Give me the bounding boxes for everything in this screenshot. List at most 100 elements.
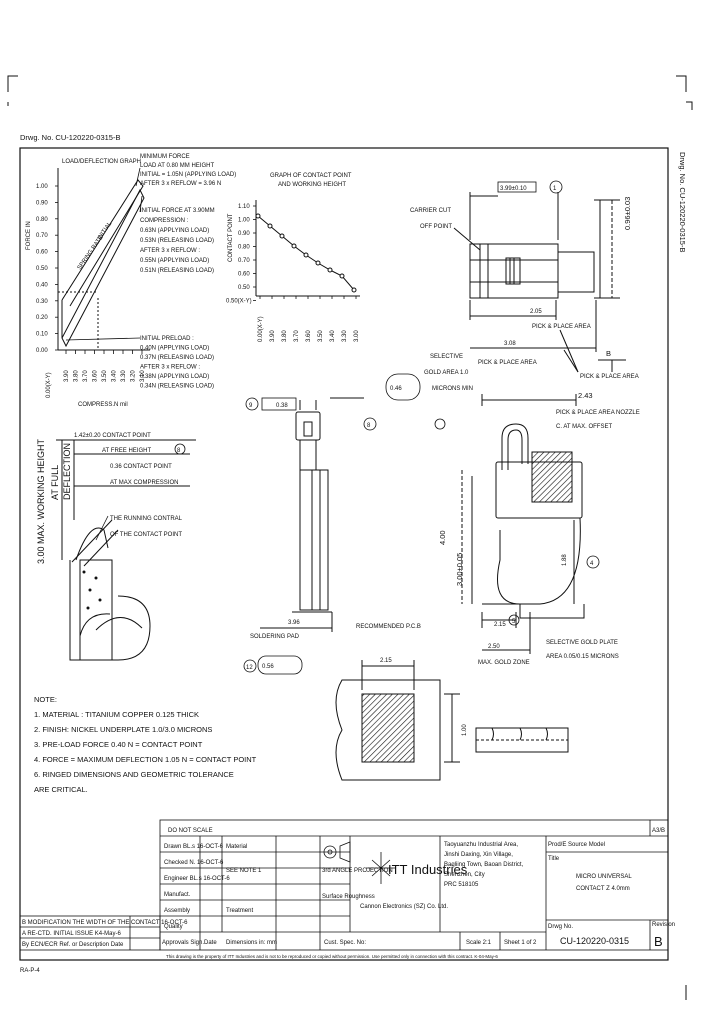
svg-text:8: 8 [177,448,181,454]
contact-y-tick-label: 0.50 [238,285,250,291]
load-y-tick-label: 1.00 [36,184,48,190]
side-view-dim-400: 4.00 [438,530,447,545]
load-x-tick-label: 3.30 [121,370,127,382]
engineer: Engineer BL.s 16-OCT-6 [164,876,230,882]
svg-text:12: 12 [246,665,253,671]
load-graph-origin-label: 0.00(X-Y) [46,372,52,398]
selective-gold-note-1: SELECTIVE [430,354,463,360]
front-view-dim-396: 3.96 [288,620,300,626]
load-x-tick-label: 3.50 [102,370,108,382]
contact-graph-title-1: GRAPH OF CONTACT POINT [270,173,352,179]
working-height-1: 3.00 MAX. WORKING HEIGHT [36,438,46,564]
top-view-pick-place-2: PICK & PLACE AREA [478,360,537,366]
working-height-2: AT FULL [50,465,60,500]
load-graph-y-ticks: 1.000.900.800.700.600.500.400.300.200.10… [36,184,58,354]
contact-curve-point [351,287,357,293]
assembly-label: Assembly [164,908,190,914]
selective-gold-note-2: GOLD AREA 1.0 [424,370,469,376]
load-note-mid-line: AFTER 3 x REFLOW : [140,248,200,254]
height-view-dots [82,570,102,610]
title-label: Title [548,856,560,862]
front-view-dim-038: 0.38 [276,403,288,409]
scale-label: Scale 2:1 [466,940,492,946]
surface-label: Surface Roughness [322,894,375,900]
material-label: Material [226,844,247,850]
load-note-bot-line: 0.38N (APPLYING LOAD) [140,374,209,380]
top-view-carrier-note-2: OFF POINT [420,224,452,230]
load-note-bot-line: 0.34N (RELEASING LOAD) [140,384,214,390]
product-label: Prod/E Source Model [548,842,605,848]
contact-x-tick-label: 0.00(X-Y) [258,316,264,342]
contact-x-tick-label: 3.70 [294,330,300,342]
load-y-tick-label: 0.00 [36,348,48,354]
contact-graph-title-2: AND WORKING HEIGHT [278,182,346,188]
load-x-tick-label: 3.80 [74,370,80,382]
note-line: 4. FORCE = MAXIMUM DEFLECTION 1.05 N = C… [34,755,257,764]
contact-graph-y-ticks: 1.101.000.900.800.700.600.500.50(X-Y) [226,204,256,305]
drawn-by: Drawn BL.s 16-OCT-6 [164,844,224,850]
load-note-mid-line: 0.53N (RELEASING LOAD) [140,238,214,244]
top-view-pick-place-1: PICK & PLACE AREA [532,324,591,330]
revision-value: B [654,934,663,949]
load-y-tick-label: 0.20 [36,315,48,321]
contact-curve-point [303,252,309,258]
front-view-dim-046: 0.46 [390,386,402,392]
note-line: 3. PRE-LOAD FORCE 0.40 N = CONTACT POINT [34,740,203,749]
contact-y-tick-label: 0.80 [238,245,250,251]
contact-curve-point [315,260,321,266]
load-y-tick-label: 0.40 [36,282,48,288]
note-line: 2. FINISH: NICKEL UNDERPLATE 1.0/3.0 MIC… [34,725,212,734]
contact-curve-point [291,243,297,249]
load-y-tick-label: 0.50 [36,266,48,272]
load-y-tick-label: 0.60 [36,250,48,256]
pcb-dim-215: 2.15 [380,658,392,664]
soldering-pad-label: SOLDERING PAD [250,634,300,640]
revision-label: Revision [652,922,675,928]
sheet-border [19,147,669,961]
load-y-tick-label: 0.80 [36,217,48,223]
corner-marks [7,75,693,1000]
load-graph-x-label: COMPRESS.N mil [78,402,128,408]
load-curve-upper [61,179,144,307]
contact-y-tick-label: 0.50(X-Y) [226,299,252,305]
load-curve-band [61,188,145,348]
do-not-scale: DO NOT SCALE [168,828,213,834]
projection-label: 3rd ANGLE PROJECTION [322,868,393,874]
contact-curve-point [267,223,273,229]
load-note-bot-line: 0.37N (RELEASING LOAD) [140,355,214,361]
top-view-length-dim: 3.99±0.10 [500,186,527,192]
load-note-bot-line: AFTER 3 x REFLOW : [140,365,200,371]
running-contral-1: THE RUNNING CONTRAL [110,516,183,522]
revision-row: B MODIFICATION THE WIDTH OF THE CONTACT … [22,920,188,926]
selective-plate-note-1: SELECTIVE GOLD PLATE [546,640,618,646]
load-note-mid-line: COMPRESSION : [140,218,189,224]
pcb-dim-100: 1.00 [462,724,468,736]
selective-gold-note-3: MICRONS MIN [432,386,473,392]
load-note-top-line: AFTER 3 x REFLOW = 3.96 N [140,181,221,187]
load-note-top-line: LOAD AT 0.80 MM HEIGHT [140,163,214,169]
drwg-no-value: CU-120220-0315 [560,936,629,946]
max-compression-label: AT MAX COMPRESSION [110,480,178,486]
nozzle-note-2: C. AT MAX. OFFSET [556,424,612,430]
contact-x-tick-label: 3.30 [342,330,348,342]
load-x-tick-label: 3.40 [112,370,118,382]
sheet-size: A3/B [652,828,665,834]
side-view-dim-300: 3.00±0.05 [455,553,464,586]
svg-text:5: 5 [512,619,516,625]
contact-graph-y-label: CONTACT POINT [228,213,234,262]
cust-spec-label: Cust. Spec. No: [324,940,366,946]
contact-x-tick-label: 3.90 [270,330,276,342]
load-y-tick-label: 0.10 [36,332,48,338]
manufact-label: Manufact. [164,892,191,898]
footer-ref: RA-P-4 [20,968,40,974]
top-view-dim-205: 2.05 [530,309,542,315]
load-x-tick-label: 3.20 [131,370,137,382]
revision-row: A RE-CTD. INITIAL ISSUE K4-May-6 [22,931,121,937]
svg-text:1: 1 [553,186,557,192]
load-note-bot-line: INITIAL PRELOAD : [140,336,194,342]
svg-text:8: 8 [367,423,371,429]
